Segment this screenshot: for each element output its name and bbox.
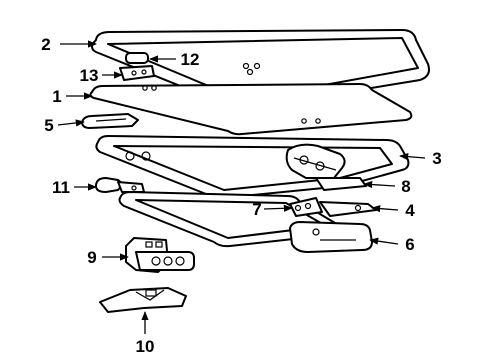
part-6-motor-bracket [289,221,373,253]
leader-5 [57,119,85,127]
part-12-pad [125,52,149,64]
callout-8: 8 [401,177,410,196]
part-3-mechanism [285,143,346,179]
callout-12: 12 [181,50,200,69]
leader-4 [371,204,399,213]
part-11-clip [95,177,145,193]
part-5-hinge-strip [81,113,139,129]
leader-lines [57,40,426,334]
callout-9: 9 [87,248,96,267]
callout-2: 2 [41,35,50,54]
callout-3: 3 [432,149,441,168]
callout-labels: 2 12 13 1 5 3 8 11 7 4 6 9 10 [41,35,441,356]
callout-7: 7 [252,200,261,219]
part-1-glass-panel [89,83,413,136]
part-7-drive-bracket [289,197,377,217]
part-8-guide-rail [315,177,367,191]
leader-8 [363,180,396,189]
part-13-bracket [119,65,155,81]
callout-11: 11 [52,178,70,197]
leader-6 [369,237,399,245]
callout-4: 4 [405,201,415,220]
callout-6: 6 [405,235,414,254]
part-9-motor-housing [125,237,195,273]
part-10-trim-plate [99,287,187,313]
leader-7 [263,204,293,212]
callout-1: 1 [52,87,61,106]
callout-13: 13 [80,66,99,85]
callout-10: 10 [136,337,155,356]
leader-3 [399,153,426,161]
callout-5: 5 [44,116,53,135]
